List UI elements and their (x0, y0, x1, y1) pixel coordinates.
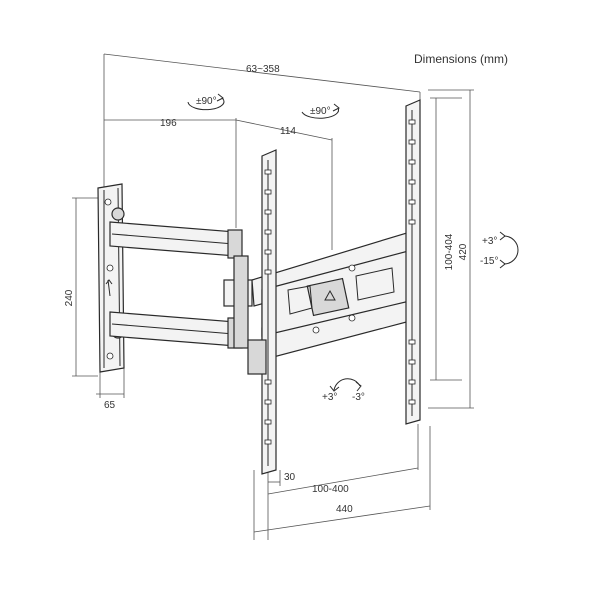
wall-plate-height-label: 240 (64, 289, 75, 306)
bracket-width-label: 440 (336, 504, 353, 515)
upper-arm (109, 221, 243, 259)
swivel-arrow-2 (301, 103, 340, 119)
right-vesa-rail (405, 99, 421, 425)
arm-extension-label: 63~358 (246, 64, 280, 75)
swivel-2-label: ±90° (310, 106, 331, 117)
wall-plate (97, 183, 125, 373)
vesa-min-spacing-label: 30 (284, 472, 296, 483)
dimension-lines (72, 53, 474, 540)
bracket-height-label: 420 (458, 243, 469, 260)
arm-segment-2-label: 114 (280, 126, 296, 137)
tilt-up-label: +3° (482, 236, 497, 247)
vesa-horizontal-label: 100-400 (312, 484, 349, 495)
swivel-arrow-1 (187, 93, 225, 111)
tilt-down-label: -15° (480, 256, 498, 267)
lower-arm (109, 311, 243, 349)
level-minus-label: -3° (352, 392, 365, 403)
level-plus-label: +3° (322, 392, 337, 403)
tv-plate (251, 231, 415, 361)
wall-plate-depth-label: 65 (104, 400, 116, 411)
swivel-1-label: ±90° (196, 96, 217, 107)
arm-segment-1-label: 196 (160, 118, 177, 129)
left-vesa-rail (247, 149, 277, 475)
tilt-arrow (499, 231, 519, 269)
arm-pivot (223, 255, 253, 349)
level-arrow (329, 378, 362, 392)
dimensions-title: Dimensions (mm) (414, 52, 508, 66)
vesa-vertical-label: 100-404 (444, 233, 455, 270)
